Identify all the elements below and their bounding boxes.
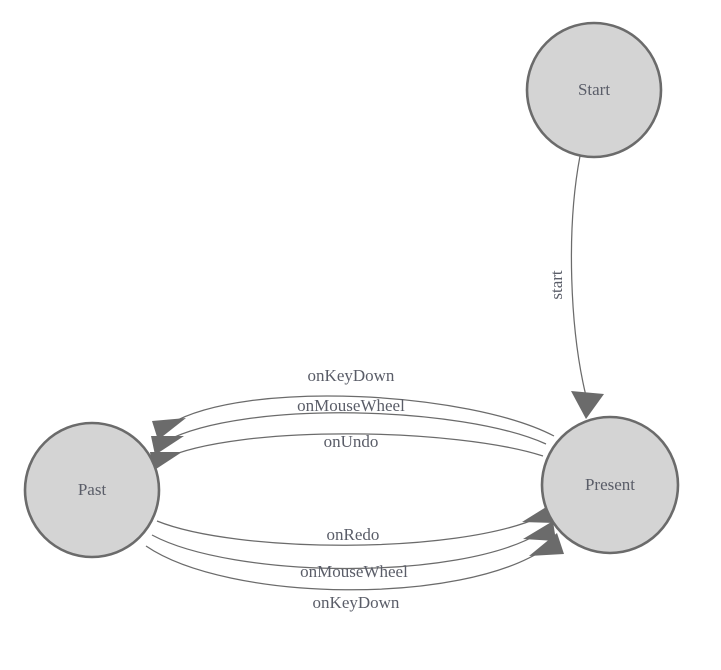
edge-present-to-past-onundo-arrowhead <box>150 452 182 471</box>
edge-start-to-present-label: start <box>547 270 566 300</box>
node-present-label: Present <box>585 475 635 494</box>
edge-past-to-present-onkeydown-arrowhead <box>529 533 564 556</box>
edge-present-to-past-onkeydown-label: onKeyDown <box>308 366 395 385</box>
edge-past-to-present-onredo-label: onRedo <box>327 525 380 544</box>
edge-present-to-past-onkeydown[interactable]: onKeyDown <box>152 366 555 440</box>
edge-present-to-past-onmousewheel-path <box>165 412 547 445</box>
node-present[interactable]: Present <box>540 415 680 555</box>
edge-past-to-present-onkeydown[interactable]: onKeyDown <box>145 533 564 612</box>
edge-present-to-past-onkeydown-arrowhead <box>152 418 186 440</box>
edge-past-to-present-onredo-path <box>156 516 541 546</box>
edge-past-to-present-onmousewheel[interactable]: onMouseWheel <box>151 521 556 581</box>
edge-past-to-present-onmousewheel-label: onMouseWheel <box>300 562 408 581</box>
edge-present-to-past-onundo-path <box>162 433 544 460</box>
edge-present-to-past-onmousewheel[interactable]: onMouseWheel <box>151 396 547 455</box>
edge-present-to-past-onmousewheel-label: onMouseWheel <box>297 396 405 415</box>
edge-start-to-present-arrowhead <box>571 391 604 419</box>
node-start-label: Start <box>578 80 610 99</box>
edge-past-to-present-onredo[interactable]: onRedo <box>156 504 555 546</box>
node-start-circle <box>525 21 663 159</box>
node-present-circle <box>540 415 680 555</box>
edge-present-to-past-onundo-label: onUndo <box>324 432 379 451</box>
node-past[interactable]: Past <box>23 421 161 559</box>
edge-past-to-present-onkeydown-label: onKeyDown <box>313 593 400 612</box>
node-start[interactable]: Start <box>525 21 663 159</box>
edge-present-to-past-onmousewheel-arrowhead <box>151 436 184 455</box>
node-past-circle <box>23 421 161 559</box>
edge-past-to-present-onmousewheel-path <box>151 532 541 570</box>
edge-past-to-present-onkeydown-path <box>145 545 547 591</box>
edge-start-to-present-path <box>570 155 587 397</box>
edge-past-to-present-onmousewheel-arrowhead <box>523 521 556 541</box>
edge-present-to-past-onundo[interactable]: onUndo <box>150 432 544 471</box>
node-past-label: Past <box>78 480 107 499</box>
edge-start-to-present[interactable]: start <box>547 155 604 419</box>
edge-present-to-past-onkeydown-path <box>169 395 555 437</box>
